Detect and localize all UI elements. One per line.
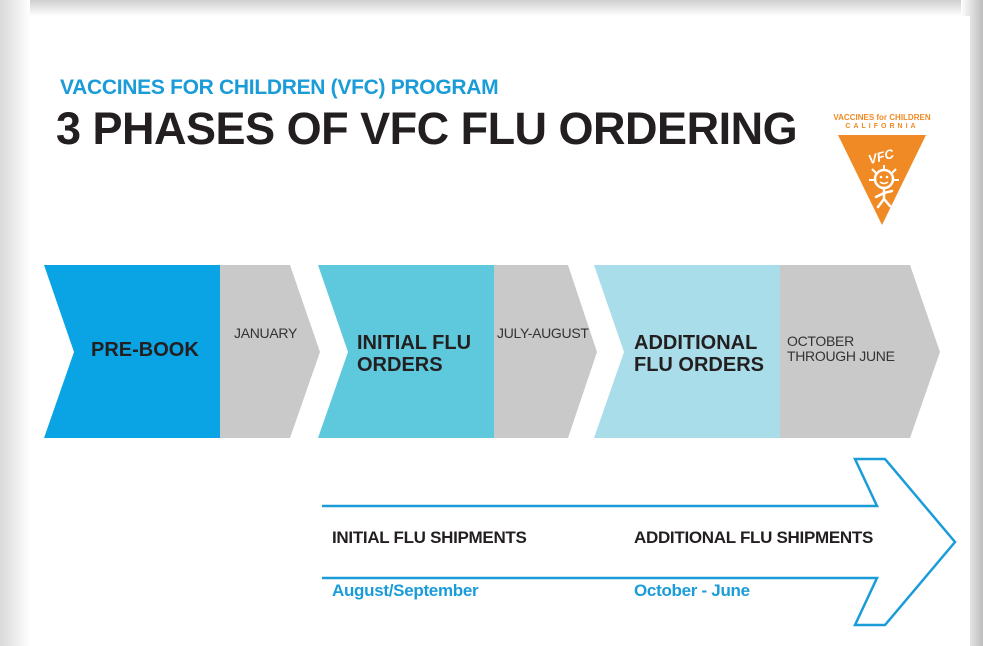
frame-shadow-left [0, 0, 30, 646]
additional-shipments-date: October - June [634, 581, 750, 600]
phase2-name-line2: ORDERS [357, 354, 443, 376]
logo-text-line1: VACCINES for CHILDREN [833, 113, 931, 122]
phase3-period-chevron [750, 265, 940, 438]
phase1-period: JANUARY [234, 325, 297, 341]
frame-shadow-top [0, 0, 983, 16]
phase2-name-chevron [318, 265, 494, 438]
phase3-period-line2: THROUGH JUNE [787, 348, 895, 364]
initial-shipments-label: INITIAL FLU SHIPMENTS [332, 528, 527, 547]
vfc-logo-shield-icon [838, 135, 926, 225]
phase3-name-line2: FLU ORDERS [634, 354, 764, 376]
additional-shipments-label: ADDITIONAL FLU SHIPMENTS [634, 528, 873, 547]
phase3-name-chevron [594, 265, 780, 438]
phase1-name-chevron [44, 265, 220, 438]
phase3-name-line1: ADDITIONAL [634, 332, 758, 354]
phase2-period: JULY-AUGUST [497, 325, 589, 341]
phase2-period-chevron [470, 265, 597, 438]
phase1-name: PRE-BOOK [91, 339, 199, 361]
phase3-period-line1: OCTOBER [787, 333, 854, 349]
phase2-name-line1: INITIAL FLU [357, 332, 472, 354]
program-kicker: VACCINES FOR CHILDREN (VFC) PROGRAM [60, 76, 499, 99]
shipment-timeline-arrow [322, 457, 957, 627]
logo-text-line2: CALIFORNIA [845, 123, 919, 130]
page-title: 3 PHASES OF VFC FLU ORDERING [56, 103, 798, 154]
vfc-california-logo: VACCINES for CHILDREN CALIFORNIA VFC [832, 109, 932, 229]
initial-shipments-date: August/September [332, 581, 479, 600]
